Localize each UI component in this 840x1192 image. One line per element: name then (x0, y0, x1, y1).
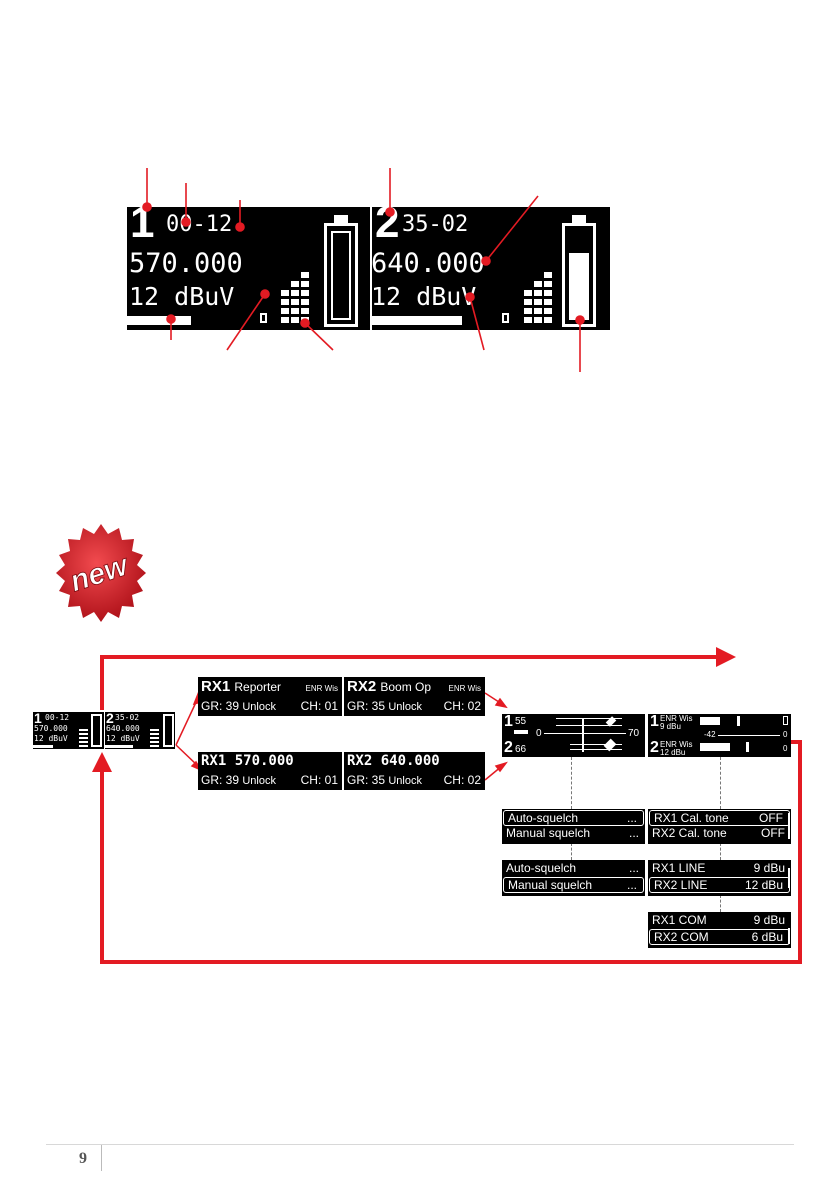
rx1-frequency-screen[interactable]: RX1 570.000 GR: 39 Unlock CH: 01 (198, 752, 342, 790)
menu-item-manual-squelch[interactable]: Manual squelch... (506, 826, 639, 840)
menu-item-manual-squelch[interactable]: Manual squelch... (503, 877, 644, 893)
rx-tag: ENR Wis (448, 684, 481, 693)
rx-name: Reporter (234, 680, 282, 694)
rx-id: RX2 (347, 678, 377, 695)
rx2-battery-icon (562, 215, 596, 327)
rx1-frequency: 570.000 (129, 248, 243, 279)
lock-status: Unlock (242, 701, 276, 713)
callout-lines (142, 168, 585, 372)
dashed-connector (720, 843, 721, 860)
channel-label: CH: 01 (300, 773, 338, 787)
scrollbar[interactable] (788, 928, 790, 944)
rx1-tag: ENR Wis (660, 714, 693, 723)
rx2-number: 2 (650, 739, 659, 756)
scrollbar[interactable] (788, 813, 790, 839)
bar-end: 0 (783, 744, 788, 753)
channel-label: CH: 02 (443, 773, 481, 787)
main-display-small[interactable]: 1 00-12 570.000 12 dBuV 2 35-02 640.000 … (33, 712, 175, 749)
rx2-level: 12 dBu (660, 748, 686, 757)
main-display-large: 1 00-12 570.000 12 dBuV 2 35-02 640.000 … (127, 207, 610, 330)
lock-status: Unlock (388, 775, 422, 787)
rx2-number: 2 (504, 739, 513, 756)
navigation-flow-arrows (92, 647, 802, 964)
dashed-connector (571, 757, 572, 809)
group-label: GR: 39 (201, 773, 240, 787)
rx1-frequency: 570.000 (34, 724, 68, 733)
rx2-signal-meter (524, 265, 552, 325)
rx-frequency-title: RX1 570.000 (201, 753, 294, 769)
dashed-connector (720, 757, 721, 809)
squelch-menu-2[interactable]: Auto-squelch... Manual squelch... (502, 860, 645, 896)
page-number: 9 (79, 1150, 87, 1167)
audio-level-screen[interactable]: 1 ENR Wis 9 dBu -42 0 2 ENR Wis 12 dBu 0 (648, 714, 791, 757)
scale-right: 0 (783, 730, 788, 739)
rx-tag: ENR Wis (305, 684, 338, 693)
rx1-number: 1 (504, 714, 513, 730)
rx1-number: 1 (650, 714, 659, 730)
group-label: GR: 35 (347, 699, 386, 713)
channel-label: CH: 01 (300, 699, 338, 713)
rx2-tag: ENR Wis (660, 740, 693, 749)
rx2-group-channel: 35-02 (402, 212, 469, 237)
rx1-rf-level: 12 dBuV (129, 282, 235, 311)
rx-frequency-title: RX2 640.000 (347, 753, 440, 769)
rx1-group-channel: 00-12 (45, 713, 70, 722)
scale-min: 0 (536, 728, 542, 739)
rx2-name-screen[interactable]: RX2 Boom Op ENR Wis GR: 35 Unlock CH: 02 (344, 677, 485, 716)
rx1-number: 1 (34, 712, 42, 726)
new-badge-icon: new (56, 524, 146, 622)
rx1-battery-icon (324, 215, 358, 327)
squelch-meter-screen[interactable]: 1 55 2 66 0 70 (502, 714, 645, 757)
rx1-rf-level: 12 dBuV (34, 734, 68, 743)
squelch-menu-1[interactable]: Auto-squelch... Manual squelch... (502, 809, 645, 844)
lock-status: Unlock (242, 775, 276, 787)
group-label: GR: 35 (347, 773, 386, 787)
rx2-frequency: 640.000 (106, 724, 140, 733)
rx2-frequency-screen[interactable]: RX2 640.000 GR: 35 Unlock CH: 02 (344, 752, 485, 790)
rx2-squelch-bar (370, 316, 462, 325)
rx1-level: 9 dBu (660, 722, 681, 731)
rx2-value: 66 (515, 744, 527, 755)
rx1-number: 1 (130, 207, 155, 247)
channel-label: CH: 02 (443, 699, 481, 713)
display-divider (370, 207, 372, 330)
rx2-squelch-box (502, 313, 509, 323)
rx2-number: 2 (106, 712, 114, 726)
dashed-connector (571, 843, 572, 860)
rx-name: Boom Op (380, 680, 432, 694)
lock-status: Unlock (388, 701, 422, 713)
dashed-connector (720, 895, 721, 912)
scale-max: 70 (628, 728, 640, 739)
rx1-squelch-bar (127, 316, 191, 325)
rx2-rf-level: 12 dBuV (106, 734, 140, 743)
menu-item-auto-squelch[interactable]: Auto-squelch... (506, 861, 639, 875)
rx1-squelch-box (260, 313, 267, 323)
rx-id: RX1 (201, 678, 231, 695)
rx2-frequency: 640.000 (371, 248, 485, 279)
scrollbar[interactable] (788, 868, 790, 888)
rx2-group-channel: 35-02 (115, 713, 140, 722)
group-label: GR: 39 (201, 699, 240, 713)
footer-rule (46, 1144, 794, 1145)
footer-divider (101, 1145, 102, 1171)
scale-left: -42 (704, 730, 716, 739)
rx1-name-screen[interactable]: RX1 Reporter ENR Wis GR: 39 Unlock CH: 0… (198, 677, 342, 716)
rx1-group-channel: 00-12 (166, 212, 233, 237)
rx1-value: 55 (515, 716, 527, 727)
rx2-rf-level: 12 dBuV (371, 282, 477, 311)
menu-item-auto-squelch[interactable]: Auto-squelch... (503, 810, 644, 826)
